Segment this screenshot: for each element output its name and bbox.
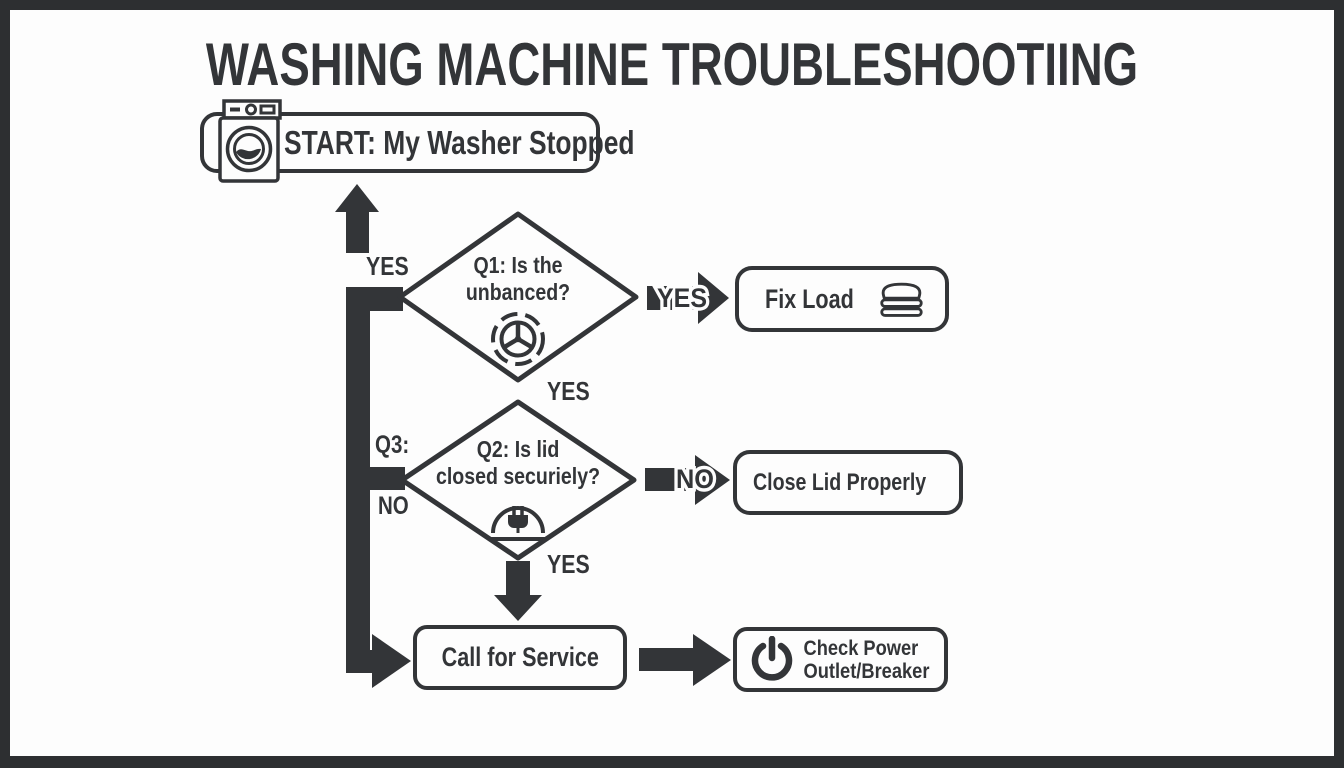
folded-laundry-icon [880,282,923,317]
power-symbol-icon [751,635,793,681]
check-power-label: Check Power Outlet/Breaker [795,635,930,683]
edge-label-q1-yes-wrap: YES [654,281,711,315]
fix-load-label: Fix Load [765,283,854,314]
edge-label-q2-no: NO [676,464,714,494]
q2-diamond [399,399,637,561]
q2-question: Q2: Is lid closed securiely? [425,436,612,490]
edge-q2-call-head [494,595,542,621]
check-power-line1: Check Power [803,635,919,660]
edge-label-no-side: NO [378,492,409,520]
edge-label-q3: Q3: [375,431,410,459]
arrow-up-to-start [335,184,379,212]
connector-stub-q2 [346,467,405,490]
check-power-node: Check Power Outlet/Breaker [733,627,948,692]
check-power-line2: Outlet/Breaker [803,658,930,683]
washing-machine-icon [218,99,282,183]
arrow-into-call-service [372,634,411,688]
start-node-label: START: My Washer Stopped [284,123,635,161]
close-lid-label: Close Lid Properly [753,468,927,496]
edge-label-q2-yes: YES [547,549,590,579]
fix-load-node: Fix Load [735,266,949,332]
connector-bottom-run [346,650,374,673]
call-service-label: Call for Service [441,642,599,672]
q1-question: Q1: Is the unbanced? [433,252,603,306]
q2-line1: Q2: Is lid [476,436,560,462]
edge-label-q1-yes: YES [657,283,707,313]
page-title: WASHING MACHINE TROUBLESHOOTIING [205,31,1139,98]
edge-call-power-stem [639,648,695,671]
close-lid-node: Close Lid Properly [733,450,963,515]
edge-label-q2-no-wrap: NO [673,463,718,496]
call-service-node: Call for Service [413,625,627,690]
connector-stub-q1 [346,287,403,311]
q1-line2: unbanced? [465,279,571,305]
arrow-up-stem [346,210,369,253]
edge-q2-call-stem [506,561,530,597]
q1-line1: Q1: Is the [473,252,563,278]
spinning-drum-icon [491,312,545,366]
edge-q1-fixload-stem [647,286,700,310]
edge-q2-closelid-stem [645,468,697,491]
edge-label-loop-yes: YES [366,251,409,281]
edge-label-q1-q2-yes: YES [547,376,590,406]
q2-line2: closed securiely? [435,463,601,489]
q1-diamond [397,211,639,383]
edge-call-power-head [693,634,731,686]
edge-q2-closelid-head [695,455,730,505]
edge-q1-fixload-head [698,272,729,324]
closed-lid-plug-icon [489,506,547,541]
